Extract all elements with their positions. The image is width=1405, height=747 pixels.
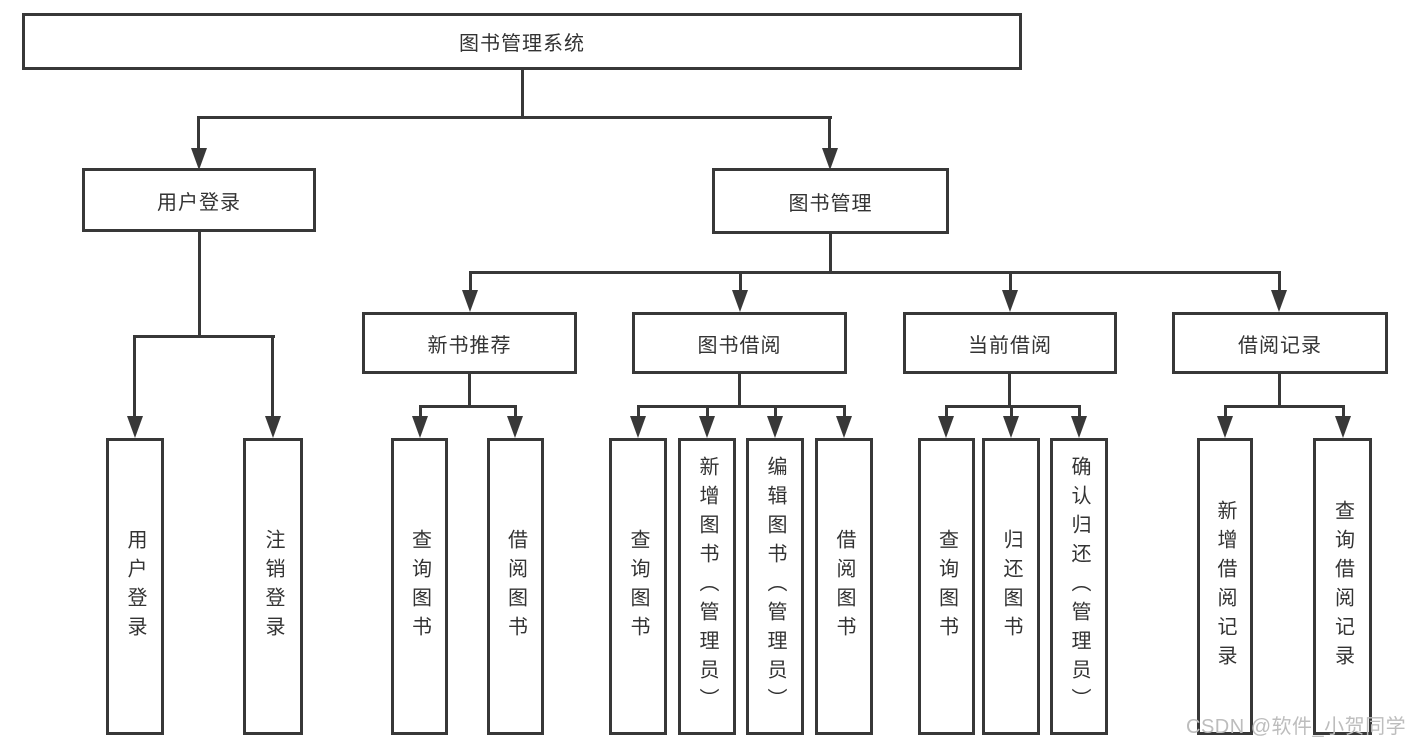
- leaf-add-book-admin: 新增图书（管理员）: [678, 438, 736, 735]
- leaf-query-books-current: 查询图书: [918, 438, 975, 735]
- arrowhead-icon: [822, 148, 838, 170]
- connector-line: [1009, 271, 1012, 296]
- connector-line: [739, 271, 742, 296]
- arrowhead-icon: [630, 416, 646, 438]
- csdn-watermark: CSDN @软件_小贺同学: [1186, 716, 1405, 738]
- leaf-label: 确认归还（管理员）: [1068, 456, 1090, 717]
- leaf-label: 查询图书: [935, 528, 958, 645]
- connector-line: [1342, 405, 1345, 420]
- leaf-borrow-books-recommend: 借阅图书: [487, 438, 544, 735]
- leaf-label: 归还图书: [1000, 528, 1022, 645]
- node-current-borrow: 当前借阅: [903, 312, 1117, 374]
- arrowhead-icon: [1335, 416, 1351, 438]
- connector-line: [133, 335, 136, 420]
- arrowhead-icon: [938, 416, 954, 438]
- connector-line: [419, 405, 422, 420]
- connector-line: [1224, 405, 1227, 420]
- connector-line: [198, 116, 832, 119]
- node-label: 当前借阅: [968, 334, 1052, 357]
- node-borrow-records: 借阅记录: [1172, 312, 1388, 374]
- connector-line: [637, 405, 640, 420]
- connector-line: [271, 335, 274, 420]
- leaf-label: 查询图书: [627, 528, 649, 645]
- node-label: 图书借阅: [697, 334, 782, 357]
- connector-line: [1008, 372, 1011, 408]
- leaf-label: 借阅图书: [833, 528, 855, 645]
- connector-line: [774, 405, 777, 420]
- connector-line: [419, 405, 517, 408]
- leaf-add-borrow-record: 新增借阅记录: [1197, 438, 1253, 735]
- arrowhead-icon: [462, 290, 478, 312]
- leaf-query-books-recommend: 查询图书: [391, 438, 448, 735]
- node-label: 图书管理: [788, 192, 873, 215]
- leaf-label: 用户登录: [124, 528, 146, 645]
- connector-line: [738, 372, 741, 408]
- leaf-query-books-borrow: 查询图书: [609, 438, 667, 735]
- connector-line: [134, 335, 275, 338]
- arrowhead-icon: [1002, 290, 1018, 312]
- leaf-label: 新增借阅记录: [1214, 499, 1236, 674]
- connector-line: [828, 116, 831, 152]
- node-root-label: 图书管理系统: [459, 33, 585, 55]
- leaf-edit-book-admin: 编辑图书（管理员）: [746, 438, 804, 735]
- connector-line: [829, 232, 832, 274]
- leaf-query-borrow-record: 查询借阅记录: [1313, 438, 1372, 735]
- connector-line: [945, 405, 948, 420]
- connector-line: [521, 68, 524, 119]
- connector-line: [1278, 271, 1281, 296]
- connector-line: [1278, 372, 1281, 408]
- leaf-user-login: 用户登录: [106, 438, 164, 735]
- arrowhead-icon: [412, 416, 428, 438]
- connector-line: [1078, 405, 1081, 420]
- leaf-label: 注销登录: [262, 528, 284, 645]
- arrowhead-icon: [127, 416, 143, 438]
- arrowhead-icon: [1003, 416, 1019, 438]
- arrowhead-icon: [265, 416, 281, 438]
- arrowhead-icon: [1271, 290, 1287, 312]
- arrowhead-icon: [767, 416, 783, 438]
- node-book-management: 图书管理: [712, 168, 949, 234]
- node-label: 借阅记录: [1238, 334, 1322, 357]
- arrowhead-icon: [699, 416, 715, 438]
- node-root: 图书管理系统: [22, 13, 1022, 70]
- connector-line: [1010, 405, 1013, 420]
- leaf-label: 新增图书（管理员）: [696, 456, 718, 717]
- node-book-borrow: 图书借阅: [632, 312, 847, 374]
- connector-line: [843, 405, 846, 420]
- leaf-label: 查询借阅记录: [1331, 499, 1354, 674]
- arrowhead-icon: [1217, 416, 1233, 438]
- leaf-confirm-return-admin: 确认归还（管理员）: [1050, 438, 1108, 735]
- connector-line: [637, 405, 845, 408]
- connector-line: [706, 405, 709, 420]
- node-label: 新书推荐: [427, 334, 512, 357]
- node-user-login: 用户登录: [82, 168, 316, 232]
- connector-line: [197, 116, 200, 152]
- arrowhead-icon: [507, 416, 523, 438]
- connector-line: [198, 230, 201, 338]
- connector-line: [514, 405, 517, 420]
- leaf-label: 编辑图书（管理员）: [764, 456, 786, 717]
- leaf-logout: 注销登录: [243, 438, 303, 735]
- node-label: 用户登录: [157, 191, 241, 214]
- arrowhead-icon: [836, 416, 852, 438]
- leaf-label: 借阅图书: [504, 528, 527, 645]
- arrowhead-icon: [1071, 416, 1087, 438]
- connector-line: [1224, 405, 1344, 408]
- leaf-label: 查询图书: [408, 528, 431, 645]
- arrowhead-icon: [732, 290, 748, 312]
- connector-line: [468, 372, 471, 408]
- connector-line: [469, 271, 1281, 274]
- leaf-return-book: 归还图书: [982, 438, 1040, 735]
- arrowhead-icon: [191, 148, 207, 170]
- leaf-borrow-books: 借阅图书: [815, 438, 873, 735]
- node-new-book-recommend: 新书推荐: [362, 312, 577, 374]
- connector-line: [469, 271, 472, 296]
